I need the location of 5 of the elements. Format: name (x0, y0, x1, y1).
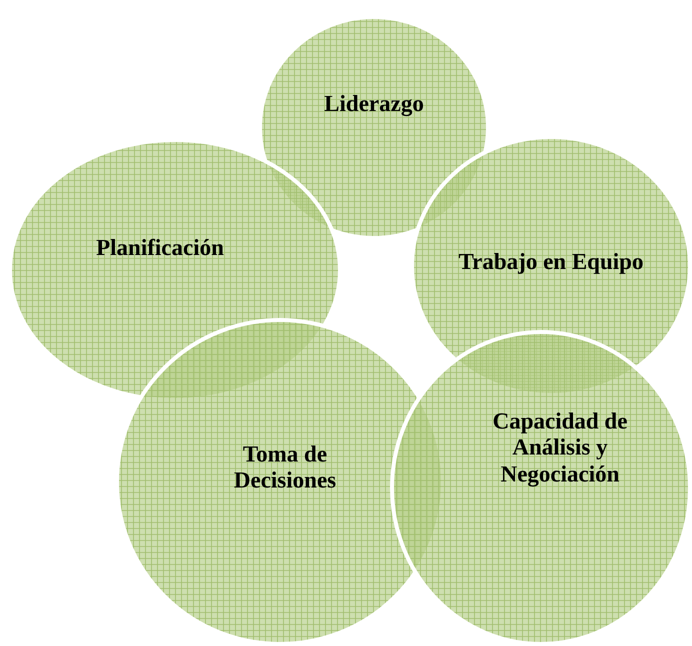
circle-label: Capacidad de Análisis y Negociación (492, 408, 628, 488)
circle-label: Planificación (95, 234, 225, 262)
circle-label: Toma de Decisiones (232, 442, 338, 494)
circle-label: Trabajo en Equipo (458, 248, 644, 276)
circle-label: Liderazgo (323, 90, 425, 118)
